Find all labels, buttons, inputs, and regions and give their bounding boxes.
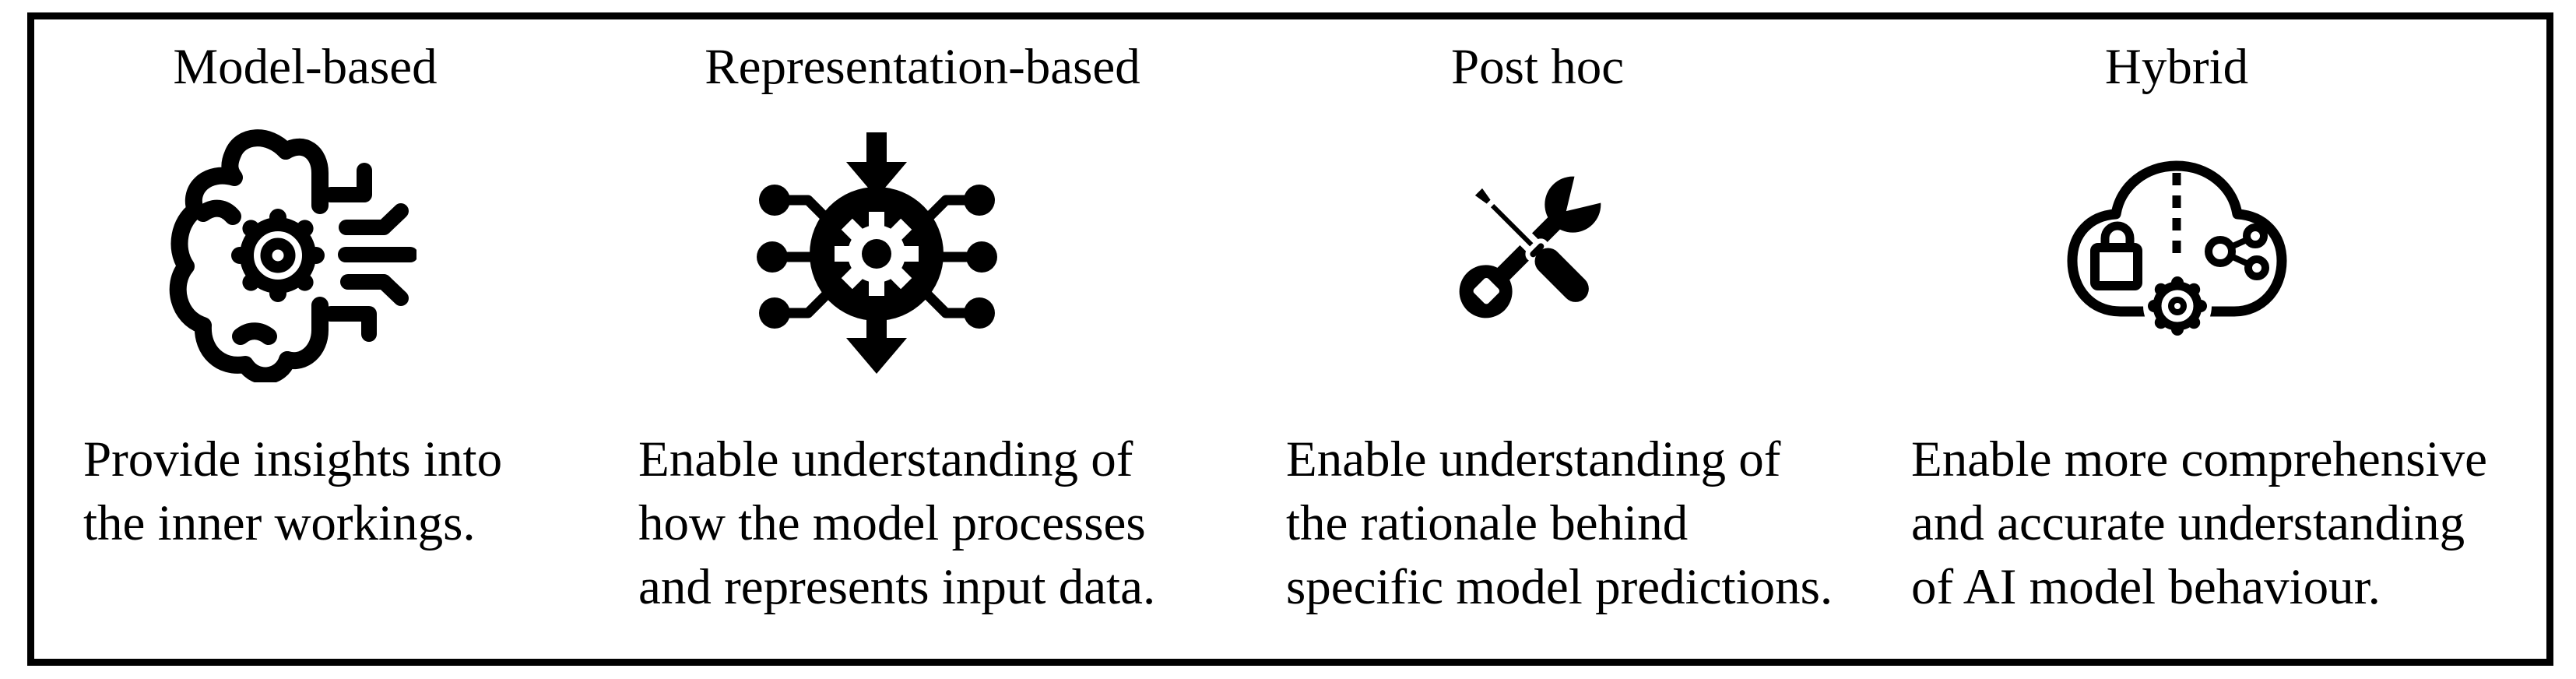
category-hybrid: Hybrid	[1842, 0, 2511, 679]
description-line: Enable understanding of	[1286, 431, 1781, 487]
description-line: Enable more comprehensive	[1911, 431, 2487, 487]
description-line: of AI model behaviour.	[1911, 559, 2381, 615]
category-title: Representation-based	[705, 39, 1140, 95]
description-line: how the model processes	[638, 495, 1146, 551]
description-line: the rationale behind	[1286, 495, 1689, 551]
category-description: Enable understanding of how the model pr…	[638, 427, 1155, 619]
category-model-based: Model-based	[9, 0, 601, 679]
category-representation-based: Representation-based	[615, 0, 1230, 679]
category-description: Provide insights into the inner workings…	[83, 427, 502, 555]
description-line: specific model predictions.	[1286, 559, 1833, 615]
description-line: the inner workings.	[83, 495, 476, 551]
brain-gear-icon	[167, 129, 416, 382]
screwdriver-wrench-icon	[1446, 158, 1618, 333]
category-description: Enable understanding of the rationale be…	[1286, 427, 1833, 619]
category-post-hoc: Post hoc Enable understanding of the rat…	[1230, 0, 1845, 679]
description-line: Provide insights into	[83, 431, 503, 487]
description-line: and accurate understanding	[1911, 495, 2465, 551]
data-processing-gear-icon	[755, 132, 999, 376]
secure-cloud-gear-icon	[2058, 150, 2296, 343]
description-line: and represents input data.	[638, 559, 1156, 615]
category-description: Enable more comprehensive and accurate u…	[1911, 427, 2487, 619]
category-title: Model-based	[173, 39, 438, 95]
category-title: Hybrid	[2104, 39, 2249, 95]
description-line: Enable understanding of	[638, 431, 1133, 487]
category-title: Post hoc	[1450, 39, 1625, 95]
figure-border	[27, 12, 2553, 666]
